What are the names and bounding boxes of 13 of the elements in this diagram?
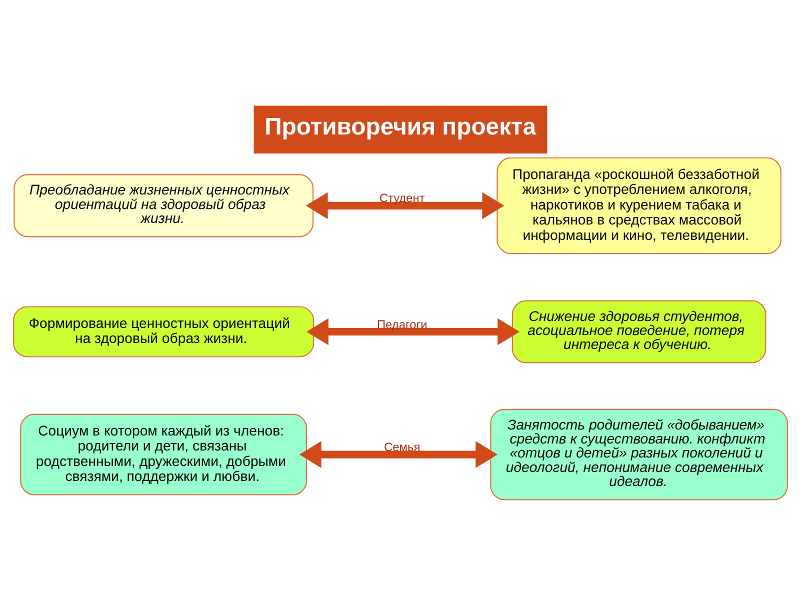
node-box: Формирование ценностных ориентаций на здоровый образ жизни. xyxy=(12,306,314,357)
edge-label: Студент xyxy=(378,190,424,205)
node-box: Пропаганда «роскошной беззаботной жизни» с употреблением алкоголя, наркотиков и курением табака и кальянов в средствах массовой информации и кино, телевидении. xyxy=(496,156,781,254)
node-box: Социум в котором каждый из членов: родители и дети, связаны родственными, дружескими, добрыми связями, поддержки и любви. xyxy=(20,413,307,495)
edge-label: Семья xyxy=(384,440,420,454)
diagram-title: Противоречия проекта xyxy=(264,113,536,140)
node-box: Снижение здоровья студентов, асоциальное поведение, потеря интереса к обучению. xyxy=(511,300,766,363)
arrow xyxy=(298,440,498,468)
arrow xyxy=(305,192,504,219)
node-box: Преобладание жизненных ценностных ориентаций на здоровый образ жизни. xyxy=(13,174,314,237)
edge-label: Педагоги xyxy=(376,316,427,331)
arrow xyxy=(306,318,520,345)
node-box: Занятость родителей «добыванием» средств к существованию. конфликт «отцов и детей» разных поколений и идеологий, непонимание современных идеалов. xyxy=(490,408,788,500)
